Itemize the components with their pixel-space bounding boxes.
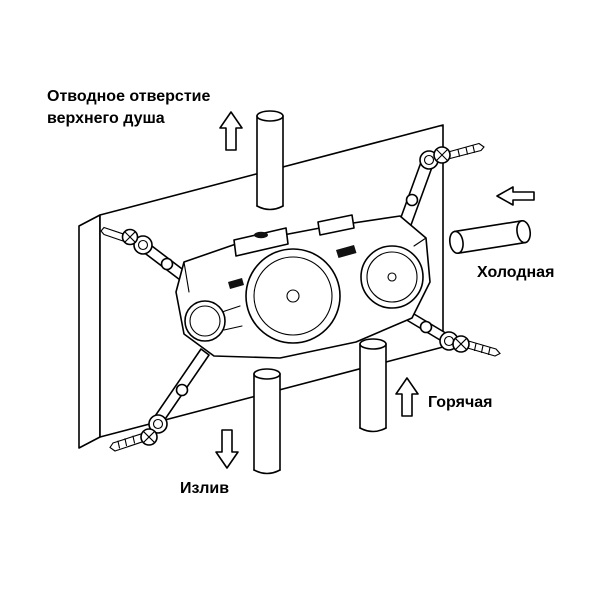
label-hot-inlet: Горячая [428, 394, 493, 411]
label-shower-outlet: Отводное отверстие верхнего душа [47, 86, 210, 130]
screw-top-left [100, 226, 139, 246]
label-spout-outlet: Излив [180, 480, 230, 497]
mount-arm-bottom-left [148, 348, 210, 434]
hot-inlet-pipe [359, 338, 387, 433]
screw-top-right [433, 142, 485, 164]
cold-inlet-pipe [448, 219, 532, 255]
diverter-block [233, 227, 289, 257]
spout-outlet-pipe [253, 368, 281, 475]
right-cap [360, 245, 424, 309]
valve-body [175, 214, 431, 359]
label-cold-inlet: Холодная [477, 264, 555, 281]
arrow-left-cold-icon [496, 186, 535, 206]
arrow-up-shower-icon [219, 111, 243, 151]
central-cartridge [245, 248, 341, 344]
shower-outlet-pipe [256, 110, 284, 211]
left-port [184, 300, 243, 342]
screw-bottom-right [452, 335, 501, 357]
label-shower-outlet-line2: верхнего душа [47, 110, 165, 127]
arrow-down-spout-icon [215, 429, 239, 469]
label-shower-outlet-line1: Отводное отверстие [47, 88, 211, 105]
arrow-up-hot-icon [395, 377, 419, 417]
screw-bottom-left [109, 428, 158, 452]
